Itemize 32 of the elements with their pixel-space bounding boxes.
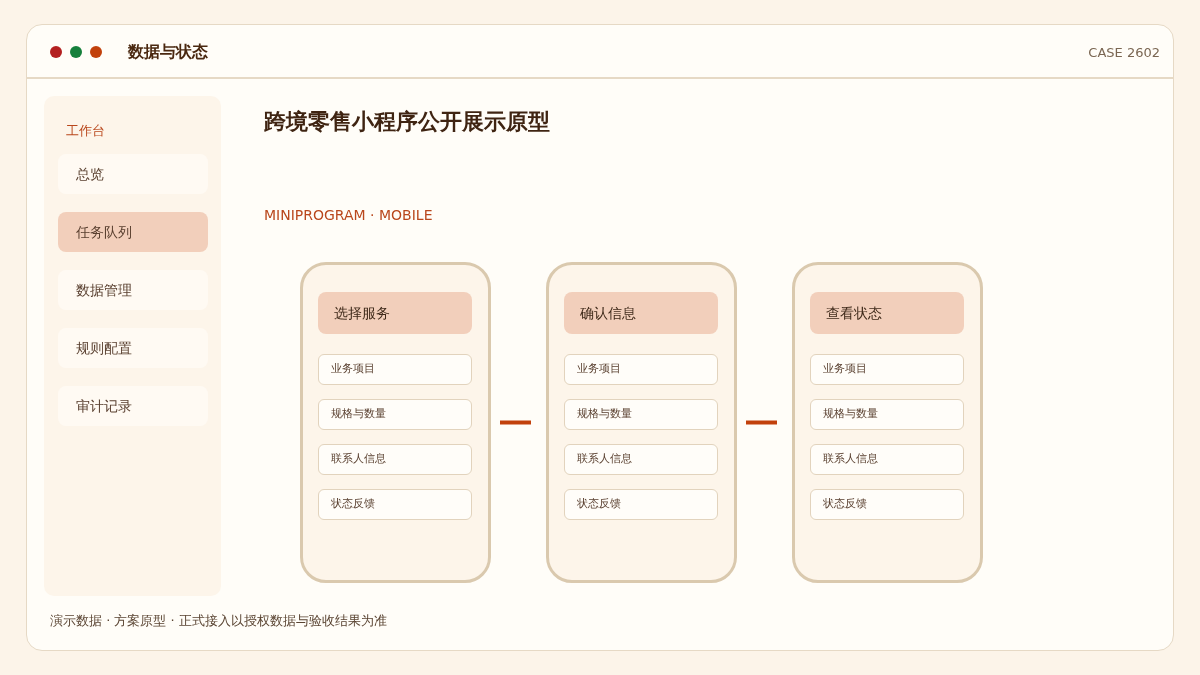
nav-item: 审计记录 xyxy=(58,386,208,426)
sidebar-heading: 工作台 xyxy=(66,122,105,140)
input-field: 状态反馈 xyxy=(810,489,964,520)
input-field: 业务项目 xyxy=(318,354,472,385)
phone-frame xyxy=(300,262,491,583)
case-number: CASE 2602 xyxy=(1088,44,1160,62)
connector-line xyxy=(500,420,531,425)
input-field: 状态反馈 xyxy=(318,489,472,520)
input-field: 规格与数量 xyxy=(318,399,472,430)
sidebar-panel xyxy=(44,96,221,596)
step-header: 选择服务 xyxy=(318,292,472,334)
nav-item: 总览 xyxy=(58,154,208,194)
input-field: 业务项目 xyxy=(564,354,718,385)
input-field: 规格与数量 xyxy=(564,399,718,430)
nav-item: 规则配置 xyxy=(58,328,208,368)
nav-item: 数据管理 xyxy=(58,270,208,310)
input-field: 联系人信息 xyxy=(810,444,964,475)
connector-line xyxy=(746,420,777,425)
input-field: 联系人信息 xyxy=(318,444,472,475)
input-field: 状态反馈 xyxy=(564,489,718,520)
input-field: 业务项目 xyxy=(810,354,964,385)
window-title: 数据与状态 xyxy=(128,42,208,62)
step-header: 查看状态 xyxy=(810,292,964,334)
step-header: 确认信息 xyxy=(564,292,718,334)
page-title: 跨境零售小程序公开展示原型 xyxy=(264,108,550,136)
input-field: 规格与数量 xyxy=(810,399,964,430)
phone-frame xyxy=(792,262,983,583)
input-field: 联系人信息 xyxy=(564,444,718,475)
footnote: 演示数据 · 方案原型 · 正式接入以授权数据与验收结果为准 xyxy=(50,612,387,630)
selected-nav-item: 任务队列 xyxy=(58,212,208,252)
platform-tag: MINIPROGRAM · MOBILE xyxy=(264,206,433,224)
phone-frame xyxy=(546,262,737,583)
